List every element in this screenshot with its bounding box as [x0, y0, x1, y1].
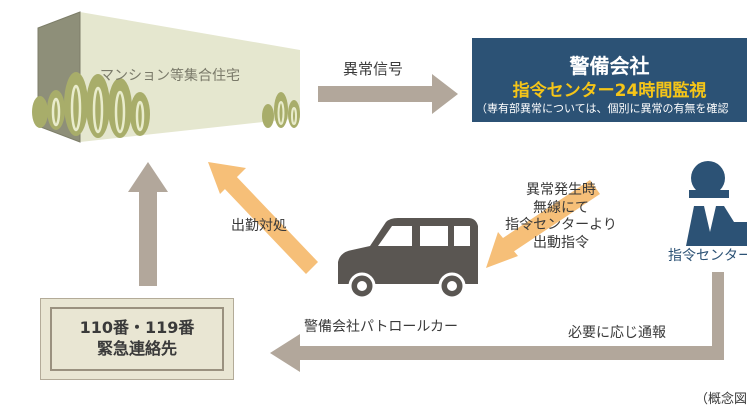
security-company-title: 警備会社: [569, 54, 650, 78]
signal-label: 異常信号: [343, 60, 404, 78]
dispatch-line-3: 指令センターより: [505, 217, 617, 233]
footnote: （概念図: [695, 392, 747, 407]
dispatch-arrow: [486, 180, 600, 268]
patrol-car-label: 警備会社パトロールカー: [304, 319, 458, 335]
operator-icon: [686, 161, 747, 246]
dispatch-instruction: 異常発生時 無線にて 指令センターより 出動指令: [486, 182, 636, 252]
emergency-contacts-frame: [50, 307, 224, 371]
emergency-contacts-box: [40, 298, 234, 380]
security-company-subtitle: 指令センター24時間監視: [512, 81, 707, 101]
security-company-box: [472, 38, 747, 122]
emergency-line-2: 緊急連絡先: [96, 338, 177, 358]
response-arrow: [208, 162, 318, 274]
emergency-contacts-text: 110番・119番 緊急連絡先: [50, 318, 224, 360]
emergency-line-1: 110番・119番: [79, 318, 195, 337]
security-company-note: （専有部異常については、個別に異常の有無を確認: [476, 102, 729, 115]
building-label: マンション等集合住宅: [100, 68, 240, 84]
signal-arrow: [318, 74, 458, 114]
dispatch-line-4: 出動指令: [533, 234, 589, 251]
dispatch-line-2: 無線にて: [533, 199, 589, 216]
emergency-up-arrow: [128, 162, 168, 286]
report-label: 必要に応じ通報: [568, 325, 666, 341]
response-label: 出勤対処: [231, 218, 287, 234]
dispatch-line-1: 異常発生時: [526, 182, 596, 198]
building-illustration: [32, 11, 300, 143]
patrol-car-icon: [338, 218, 478, 300]
report-arrow: [270, 272, 724, 372]
command-center-label: 指令センター: [668, 248, 747, 264]
